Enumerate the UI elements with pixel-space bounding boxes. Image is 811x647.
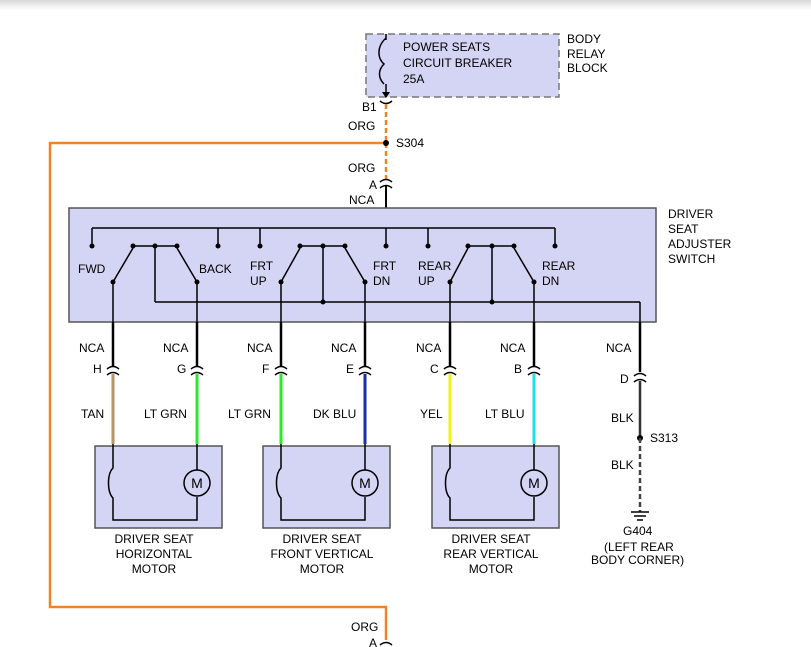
ground-location-1: (LEFT REAR bbox=[604, 540, 674, 554]
switch-label-fwd: FWD bbox=[78, 262, 106, 276]
relay-block: POWER SEATS CIRCUIT BREAKER 25A BODY REL… bbox=[362, 32, 608, 114]
switch-title-3: ADJUSTER bbox=[668, 237, 732, 251]
motor-box bbox=[262, 445, 391, 529]
switch-label-back: BACK bbox=[199, 262, 232, 276]
circuit-g: NCA G LT GRN bbox=[144, 322, 204, 444]
connector-pin: H bbox=[93, 362, 102, 376]
bottom-wire-color: ORG bbox=[351, 620, 378, 634]
relay-block-box bbox=[365, 33, 560, 98]
circuit-code: NCA bbox=[163, 341, 188, 355]
circuit-code: NCA bbox=[79, 341, 104, 355]
wire-color-label: YEL bbox=[420, 407, 443, 421]
wire-color-label: LT GRN bbox=[228, 407, 271, 421]
splice-s304-label: S304 bbox=[396, 136, 424, 150]
motor-label-2: FRONT VERTICAL bbox=[271, 547, 374, 561]
relay-connector bbox=[379, 100, 393, 105]
switch-label-rear-up-2: UP bbox=[418, 274, 435, 288]
ground-point-label: G404 bbox=[623, 524, 653, 538]
wire-color-label: DK BLU bbox=[313, 407, 356, 421]
motor-label-2: REAR VERTICAL bbox=[443, 547, 538, 561]
wire-color-org-branch: ORG bbox=[348, 161, 375, 175]
ground-wire-color: BLK bbox=[611, 458, 634, 472]
motor-box bbox=[94, 445, 223, 529]
circuit-c: NCA C YEL bbox=[416, 322, 457, 444]
circuit-code: NCA bbox=[331, 341, 356, 355]
circuit-code: NCA bbox=[247, 341, 272, 355]
wire-code-nca: NCA bbox=[349, 193, 374, 207]
wire-color-label: LT GRN bbox=[144, 407, 187, 421]
motor-label-1: DRIVER SEAT bbox=[451, 532, 531, 546]
motor-symbol bbox=[351, 469, 379, 497]
connector-pin-a: A bbox=[369, 178, 377, 192]
motor-label-2: HORIZONTAL bbox=[116, 547, 193, 561]
relay-block-label-3: BLOCK bbox=[567, 61, 608, 75]
circuit-breaker-symbol bbox=[378, 37, 387, 85]
harness-circuits: NCA H TAN NCA G LT GRN NCA F LT GRN NCA … bbox=[79, 322, 647, 444]
connector-arrow bbox=[382, 92, 390, 98]
wire-color-label: BLK bbox=[611, 411, 634, 425]
wire-color-label: LT BLU bbox=[485, 407, 525, 421]
breaker-label-1: POWER SEATS bbox=[403, 40, 490, 54]
wire-color-org-top: ORG bbox=[348, 119, 375, 133]
motor-label-3: MOTOR bbox=[132, 562, 177, 576]
motor-label-3: MOTOR bbox=[469, 562, 514, 576]
circuit-h: NCA H TAN bbox=[79, 322, 120, 444]
switch-junction-dots bbox=[89, 243, 558, 305]
switch-title-4: SWITCH bbox=[668, 252, 715, 266]
connector-pin: E bbox=[346, 362, 354, 376]
relay-block-label-1: BODY bbox=[567, 32, 601, 46]
orange-feed: ORG S304 ORG A NCA ORG A bbox=[48, 104, 424, 647]
breaker-rating: 25A bbox=[403, 72, 424, 86]
motor-symbol bbox=[520, 469, 548, 497]
switch-label-rear-dn-2: DN bbox=[542, 274, 559, 288]
relay-pin-label: B1 bbox=[362, 100, 377, 114]
bottom-connector-pin: A bbox=[369, 636, 377, 647]
switch-label-frt-dn-1: FRT bbox=[373, 259, 397, 273]
switch-label-rear-dn-1: REAR bbox=[542, 259, 576, 273]
motor-m-label: M bbox=[359, 475, 371, 491]
connector-pin: C bbox=[430, 362, 439, 376]
motor-label-1: DRIVER SEAT bbox=[282, 532, 362, 546]
ground-location-2: BODY CORNER) bbox=[591, 553, 684, 567]
motor-m-label: M bbox=[528, 475, 540, 491]
motor-label-3: MOTOR bbox=[300, 562, 345, 576]
circuit-code: NCA bbox=[416, 341, 441, 355]
breaker-label-2: CIRCUIT BREAKER bbox=[403, 56, 512, 70]
connector-pin: D bbox=[620, 372, 629, 386]
motor-m-label: M bbox=[191, 475, 203, 491]
circuit-e: NCA E DK BLU bbox=[313, 322, 372, 444]
motor-rear-vertical: M DRIVER SEAT REAR VERTICAL MOTOR bbox=[431, 444, 560, 576]
connector-pin: F bbox=[262, 362, 269, 376]
switch-box bbox=[68, 207, 657, 323]
motor-front-vertical: M DRIVER SEAT FRONT VERTICAL MOTOR bbox=[262, 444, 391, 576]
circuit-f: NCA F LT GRN bbox=[228, 322, 288, 444]
motor-label-1: DRIVER SEAT bbox=[114, 532, 194, 546]
circuit-d: NCA D BLK bbox=[606, 322, 647, 438]
splice-s313-label: S313 bbox=[650, 431, 678, 445]
connector-pin: B bbox=[514, 362, 522, 376]
ground-path: S313 BLK G404 (LEFT REAR BODY CORNER) bbox=[591, 431, 684, 567]
splice-s304 bbox=[383, 140, 389, 146]
wire-color-label: TAN bbox=[81, 407, 104, 421]
relay-block-label-2: RELAY bbox=[567, 47, 605, 61]
circuit-b: NCA B LT BLU bbox=[485, 322, 541, 444]
circuit-code: NCA bbox=[500, 341, 525, 355]
switch-label-frt-up-2: UP bbox=[250, 274, 267, 288]
orange-branch-wire bbox=[48, 141, 388, 640]
seat-adjuster-switch: DRIVER SEAT ADJUSTER SWITCH bbox=[68, 207, 732, 323]
circuit-code: NCA bbox=[606, 341, 631, 355]
switch-label-frt-up-1: FRT bbox=[250, 259, 274, 273]
switch-label-frt-dn-2: DN bbox=[373, 274, 390, 288]
motor-horizontal: M DRIVER SEAT HORIZONTAL MOTOR bbox=[94, 444, 223, 576]
switch-title-2: SEAT bbox=[668, 222, 699, 236]
switch-title-1: DRIVER bbox=[668, 207, 714, 221]
motor-symbol bbox=[183, 469, 211, 497]
switch-label-rear-up-1: REAR bbox=[418, 259, 452, 273]
motor-box bbox=[431, 445, 560, 529]
connector-pin: G bbox=[177, 362, 186, 376]
